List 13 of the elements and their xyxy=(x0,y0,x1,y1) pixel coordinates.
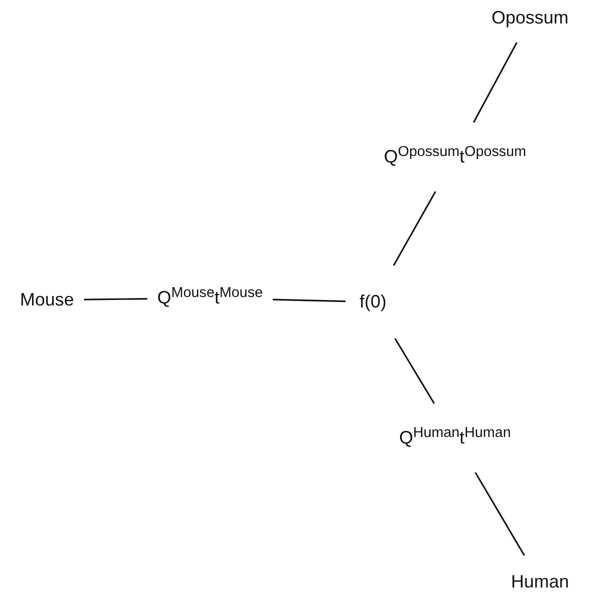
node-label: f(0) xyxy=(360,292,386,312)
connector-line xyxy=(272,298,346,302)
connector-line xyxy=(394,338,435,404)
node-label: Q$^{Mouse}$t$^{Mouse}$ xyxy=(157,288,263,308)
node-label: Q$^{Opossum}$t$^{Opossum}$ xyxy=(384,146,526,168)
connector-line xyxy=(474,472,526,556)
node-label: Human xyxy=(510,572,570,592)
node-label: Opossum xyxy=(491,8,569,28)
connector-line xyxy=(392,191,436,266)
node-label: Mouse xyxy=(20,290,74,310)
connector-line xyxy=(472,42,518,123)
connector-line xyxy=(84,298,148,300)
node-label: Q$^{Human}$t$^{Human}$ xyxy=(399,428,511,448)
